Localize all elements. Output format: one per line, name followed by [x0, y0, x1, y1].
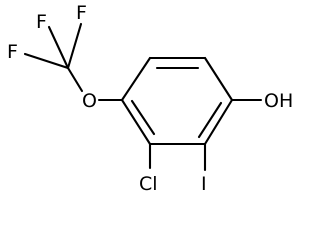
fluorine-label-left: F — [7, 41, 18, 63]
bond-ether-oxygen-to-cf3 — [66, 66, 84, 93]
inner-double-bond-c1-c2 — [130, 99, 156, 136]
chlorine-label: Cl — [139, 173, 158, 195]
hydroxyl-label: OH — [264, 90, 293, 112]
bond-cf3-to-f-upper-left — [47, 25, 70, 70]
atom-labels: F F F O OH Cl I — [7, 2, 293, 195]
inner-double-bond-c5-c6 — [197, 101, 223, 139]
bonds — [23, 22, 263, 172]
bond-cf3-to-f-left — [23, 52, 70, 70]
bond-c4-c5 — [203, 56, 234, 102]
bond-c1-c2 — [120, 98, 152, 146]
bond-c2-c3 — [120, 56, 152, 102]
fluorine-label-upper-left: F — [36, 11, 47, 33]
ether-oxygen-label: O — [82, 90, 97, 112]
fluorine-label-top: F — [76, 2, 87, 24]
bond-cf3-to-f-top — [66, 22, 83, 70]
iodine-label: I — [201, 173, 207, 195]
molecule-structure: F F F O OH Cl I — [7, 2, 293, 195]
bond-c5-c6 — [203, 98, 234, 146]
